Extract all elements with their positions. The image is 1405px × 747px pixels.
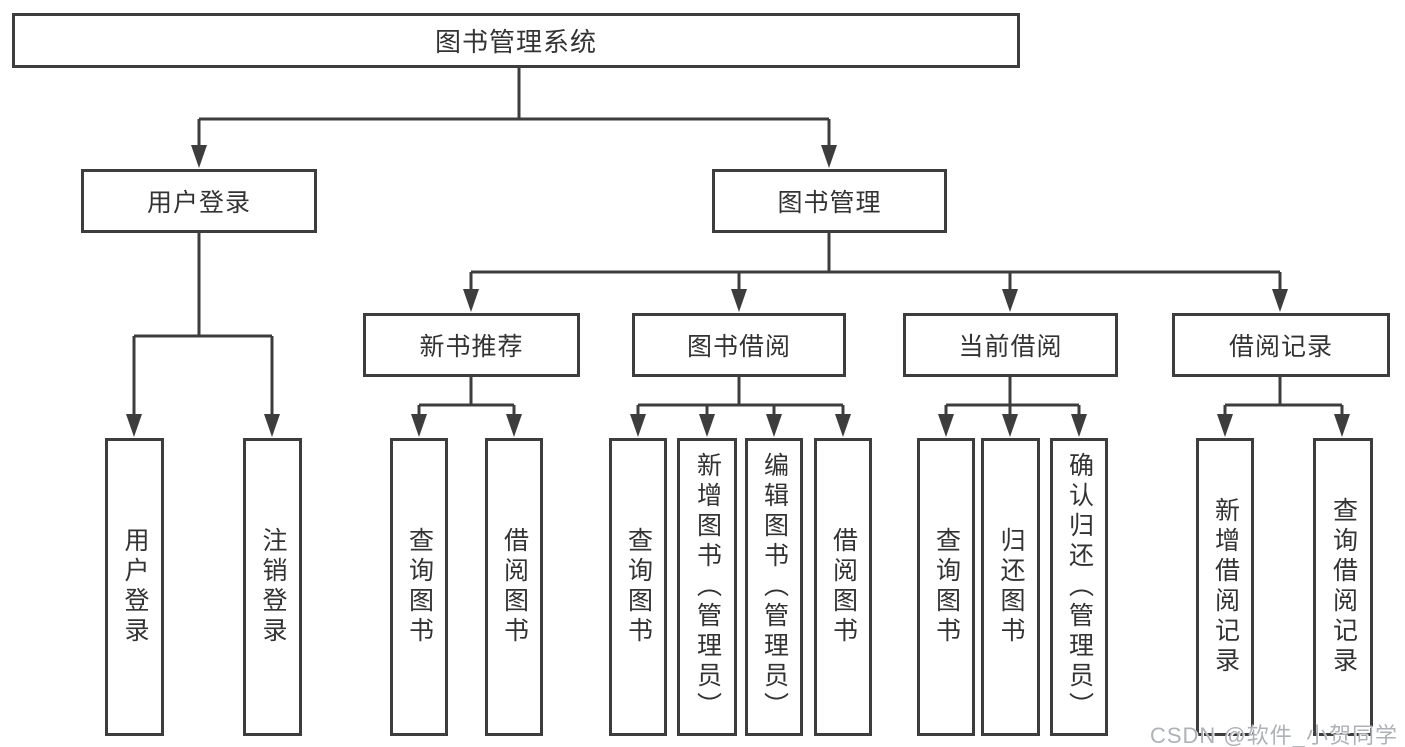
- leaf-borrow-query-books: 查询图书: [609, 438, 667, 736]
- leaf-confirm-return-admin-label: 确认归还（管理员）: [1065, 452, 1094, 722]
- leaf-current-query-books-label: 查询图书: [932, 527, 961, 647]
- node-user-login-label: 用户登录: [146, 189, 251, 217]
- leaf-add-books-admin-label: 新增图书（管理员）: [693, 452, 722, 722]
- watermark: CSDN @软件_小贺同学: [1149, 723, 1398, 747]
- leaf-query-borrow-record-label: 查询借阅记录: [1329, 497, 1358, 677]
- leaf-current-query-books: 查询图书: [917, 438, 975, 736]
- leaf-return-books-label: 归还图书: [997, 527, 1025, 647]
- leaf-user-login: 用户登录: [105, 438, 164, 736]
- node-book-borrow: 图书借阅: [632, 313, 846, 377]
- leaf-recommend-borrow-books-label: 借阅图书: [500, 527, 529, 647]
- leaf-recommend-query-books-label: 查询图书: [405, 527, 434, 647]
- leaf-add-borrow-record-label: 新增借阅记录: [1211, 497, 1240, 677]
- leaf-logout: 注销登录: [243, 438, 302, 736]
- node-book-management: 图书管理: [712, 169, 947, 233]
- leaf-edit-books-admin: 编辑图书（管理员）: [745, 438, 803, 736]
- leaf-add-borrow-record: 新增借阅记录: [1196, 438, 1254, 736]
- node-borrow-records: 借阅记录: [1172, 313, 1390, 377]
- node-book-management-label: 图书管理: [777, 189, 882, 217]
- node-user-login: 用户登录: [81, 169, 317, 233]
- leaf-edit-books-admin-label: 编辑图书（管理员）: [760, 452, 789, 722]
- node-book-borrow-label: 图书借阅: [686, 333, 791, 361]
- leaf-borrow-query-books-label: 查询图书: [624, 527, 653, 647]
- leaf-recommend-query-books: 查询图书: [390, 438, 448, 736]
- leaf-recommend-borrow-books: 借阅图书: [485, 438, 543, 736]
- leaf-add-books-admin: 新增图书（管理员）: [677, 438, 737, 736]
- node-borrow-records-label: 借阅记录: [1228, 333, 1333, 361]
- node-new-book-recommend-label: 新书推荐: [419, 333, 524, 361]
- leaf-return-books: 归还图书: [981, 438, 1040, 736]
- node-current-borrow-label: 当前借阅: [958, 333, 1063, 361]
- leaf-logout-label: 注销登录: [259, 527, 287, 647]
- node-current-borrow: 当前借阅: [903, 313, 1118, 377]
- node-root-label: 图书管理系统: [434, 27, 597, 57]
- node-new-book-recommend: 新书推荐: [363, 313, 580, 377]
- leaf-borrow-books: 借阅图书: [814, 438, 872, 736]
- leaf-user-login-label: 用户登录: [121, 527, 149, 647]
- leaf-borrow-books-label: 借阅图书: [829, 527, 858, 647]
- node-root: 图书管理系统: [12, 13, 1020, 68]
- leaf-query-borrow-record: 查询借阅记录: [1313, 438, 1373, 736]
- leaf-confirm-return-admin: 确认归还（管理员）: [1050, 438, 1108, 736]
